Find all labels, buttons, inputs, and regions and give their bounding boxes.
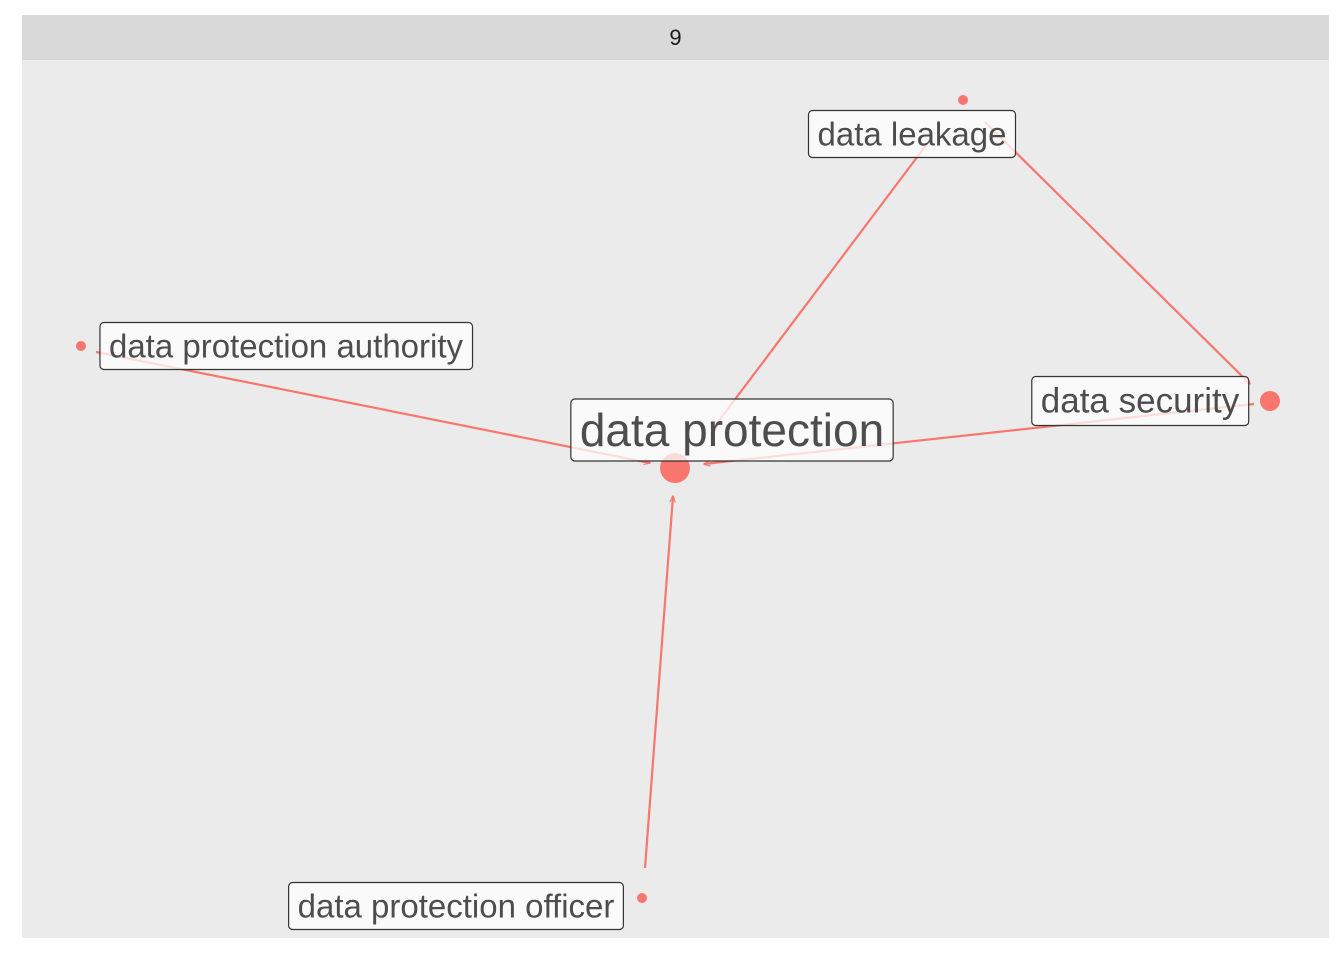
edge-data-protection-authority-to-data-protection [95,350,650,463]
node-label-data-protection-officer: data protection officer [288,881,624,931]
label-box [570,398,894,462]
edge-data-protection-officer-to-data-protection [643,496,673,869]
node-label-text: data protection authority [109,328,464,365]
node-label-data-protection-authority: data protection authority [99,321,474,371]
node-label-data-leakage: data leakage [807,109,1017,159]
facet-strip: 9 [22,15,1329,60]
label-box [1031,375,1250,427]
node-label-data-security: data security [1031,375,1250,427]
node-data-leakage [958,95,968,105]
label-box [99,321,474,371]
node-data-protection-officer [637,893,647,903]
node-label-data-protection: data protection [570,398,894,462]
node-label-text: data leakage [818,116,1007,153]
edges-layer [95,121,1255,869]
nodes-layer [76,95,1280,903]
node-label-text: data security [1041,382,1240,421]
node-data-security [1260,391,1280,411]
label-box [807,109,1017,159]
node-label-text: data protection [580,404,884,456]
edge-data-leakage-to-data-security [984,121,1250,384]
node-label-text: data protection officer [298,888,615,925]
node-data-protection-authority [76,341,86,351]
edge-data-leakage-to-data-protection [712,139,931,430]
facet-strip-label: 9 [669,24,682,50]
label-box [288,881,624,931]
labels-layer: data protection data leakage data security… [99,109,1250,931]
